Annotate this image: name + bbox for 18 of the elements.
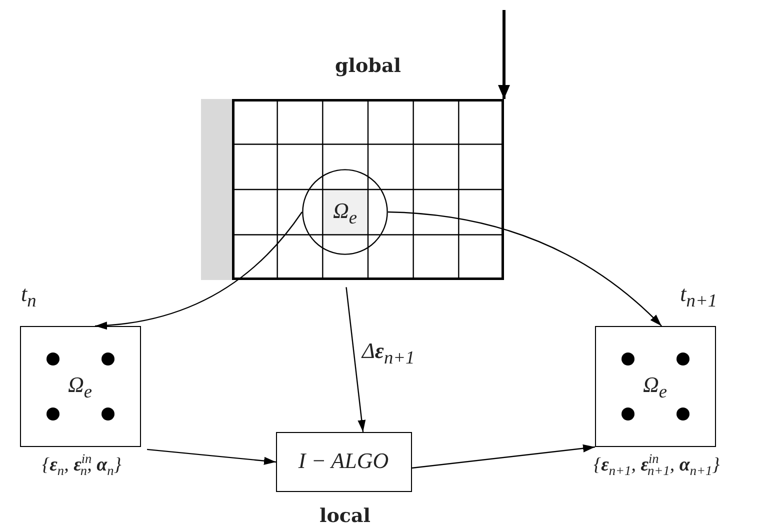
time-label: t$_{n}$ xyxy=(21,283,36,310)
arrow xyxy=(498,10,510,99)
arrow xyxy=(147,448,276,465)
element-symbol: Ω$_{e}$ xyxy=(332,200,358,227)
arrow xyxy=(94,212,302,330)
state-variables: {ε$_{n}$, ε$^{in}$$_{n}$, α$_{n}$} xyxy=(42,452,122,478)
region-label: local xyxy=(318,507,372,525)
arrow xyxy=(388,211,662,326)
element-circle xyxy=(302,169,388,255)
state-variables: {ε$_{n+1}$, ε$^{in}$$_{n+1}$, α$_{n+1}$} xyxy=(594,452,720,478)
mesh-heading: global xyxy=(334,57,402,76)
arrow xyxy=(346,287,366,432)
time-label: t$_{n+1}$ xyxy=(680,283,717,310)
arrow xyxy=(412,444,596,469)
fixed-support xyxy=(201,99,232,280)
algorithm-name: I − ALGO xyxy=(297,450,390,472)
element-symbol: Ω$_{e}$ xyxy=(642,374,668,400)
element-symbol: Ω$_{e}$ xyxy=(66,374,94,400)
